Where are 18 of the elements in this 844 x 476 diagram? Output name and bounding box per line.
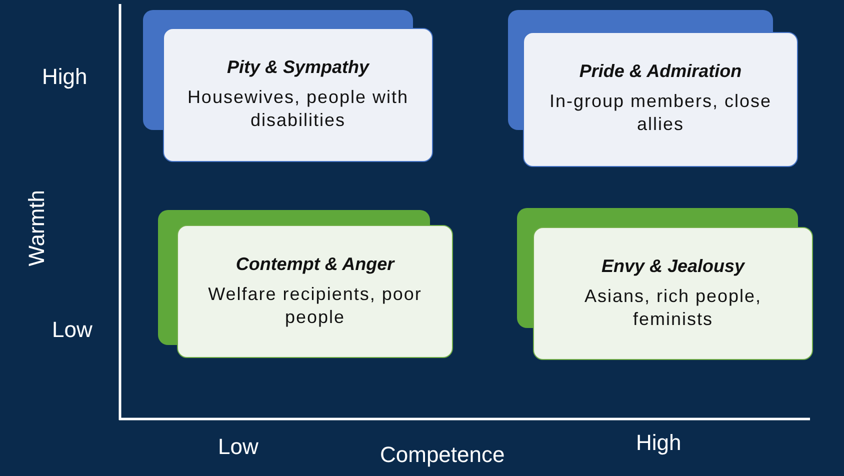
quadrant-card — [163, 28, 433, 162]
card-text: Housewives, people with disabilities — [186, 86, 410, 132]
axis-title: Warmth — [24, 190, 50, 266]
quadrant-card — [533, 227, 813, 360]
card-heading: Contempt & Anger — [236, 254, 394, 275]
card-text: Asians, rich people, feminists — [583, 285, 763, 331]
axis-level-label: High — [42, 64, 88, 90]
card-text: Welfare recipients, poor people — [207, 283, 423, 329]
card-heading: Envy & Jealousy — [601, 256, 745, 277]
axis-title: Competence — [380, 442, 505, 468]
quadrant-card — [523, 32, 798, 167]
axis-level-label: Low — [52, 317, 92, 343]
card-heading: Pride & Admiration — [579, 61, 742, 82]
axis-level-label: High — [636, 430, 682, 456]
quadrant-card — [177, 225, 453, 358]
card-text: In-group members, close allies — [548, 90, 773, 136]
axis-level-label: Low — [218, 434, 258, 460]
card-heading: Pity & Sympathy — [226, 57, 370, 78]
